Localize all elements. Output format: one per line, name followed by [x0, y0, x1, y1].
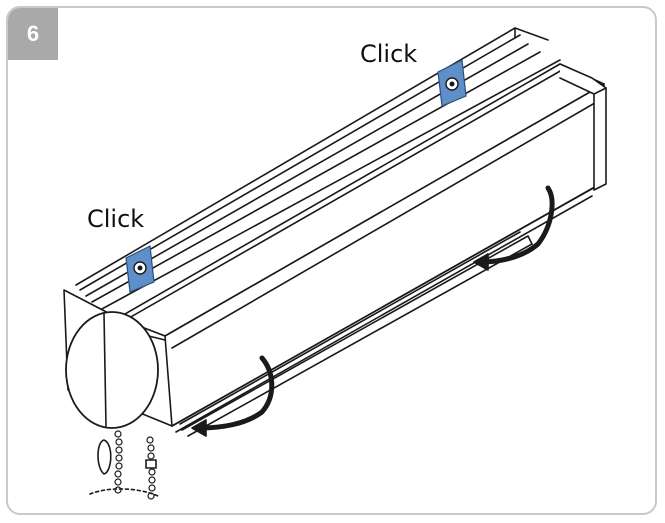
- click-label-right: Click: [360, 40, 418, 68]
- click-label-left: Click: [87, 205, 145, 233]
- mounting-bracket-right: [437, 59, 467, 107]
- end-cap: [65, 311, 159, 429]
- rotate-arrow-left: [191, 355, 275, 437]
- step-number-badge: 6: [8, 8, 58, 60]
- chain-control: [89, 430, 159, 500]
- rotate-arrow-right: [473, 185, 555, 271]
- mounting-bracket-left: [125, 245, 155, 293]
- bottom-bar: [179, 231, 533, 437]
